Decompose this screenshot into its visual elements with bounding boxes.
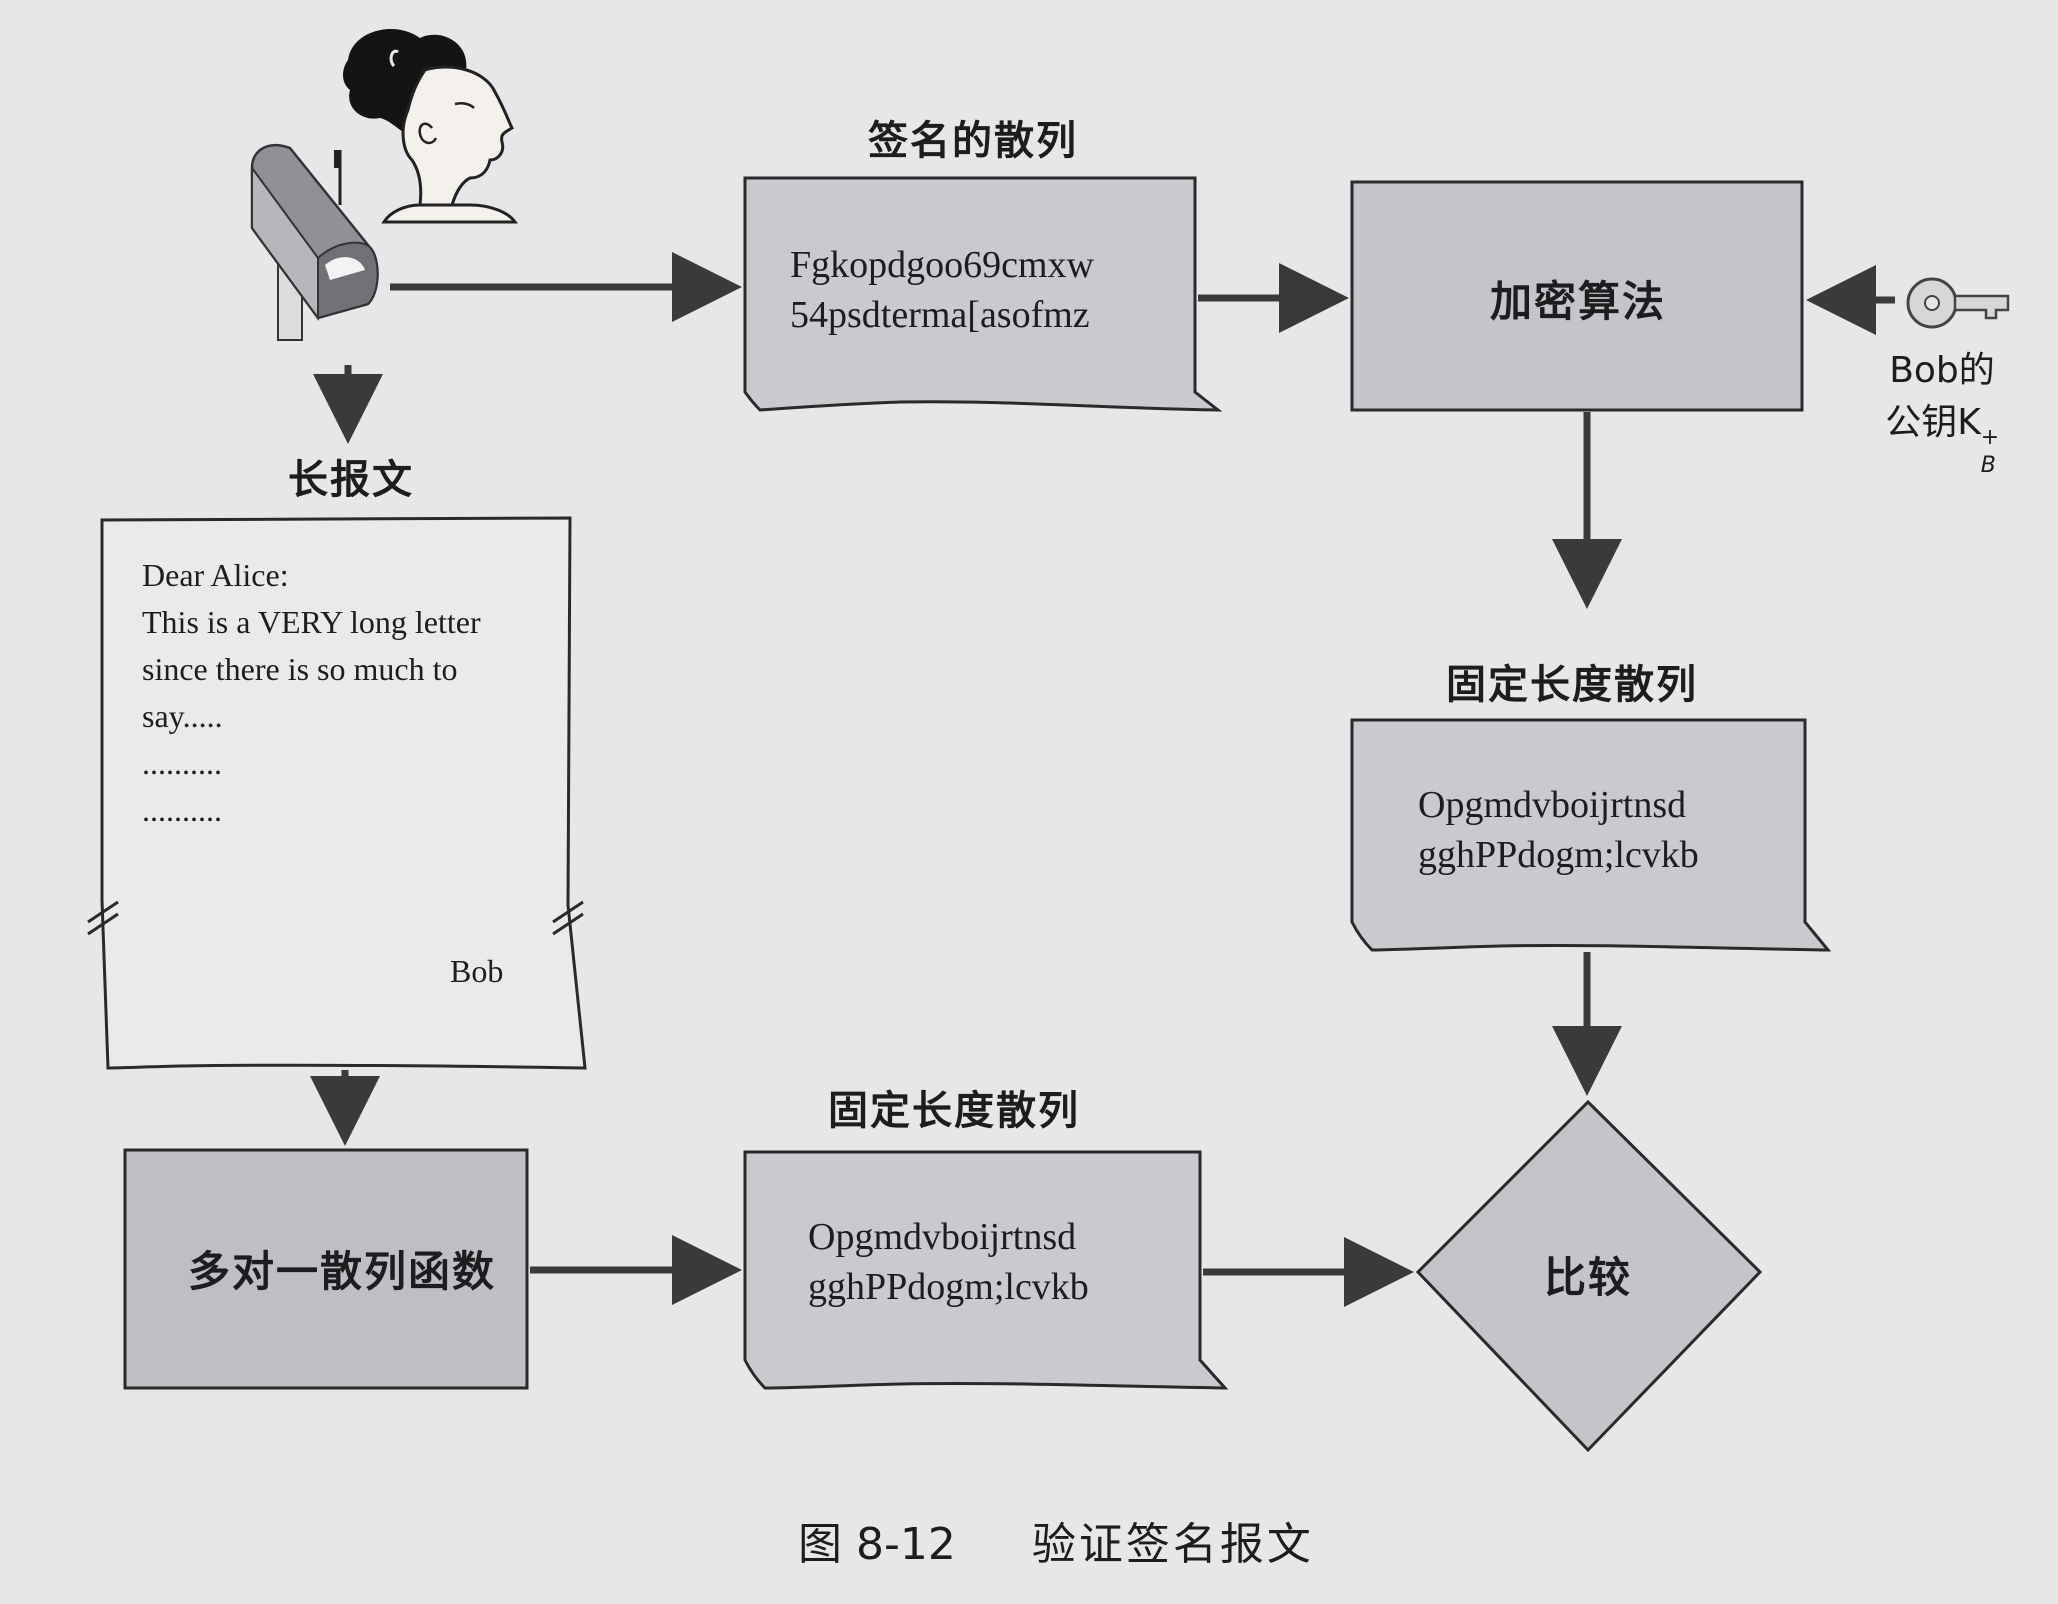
signed-hash-line1: Fgkopdgoo69cmxw: [790, 244, 1094, 286]
letter-break-marks: [87, 900, 584, 936]
fixed-hash-bottom-line2: gghPPdogm;lcvkb: [808, 1266, 1089, 1308]
compare-label: 比较: [1544, 1253, 1633, 1302]
bob-key-sup: +: [1980, 425, 2000, 450]
letter-signature: Bob: [450, 953, 504, 989]
compare-diamond: [1415, 1099, 1763, 1453]
key-icon: [1906, 277, 2010, 329]
caption-title: 验证签名报文: [1031, 1519, 1314, 1570]
mailbox-icon: [250, 143, 379, 341]
fixed-hash-title-bottom: 固定长度散列: [828, 1088, 1080, 1134]
fixed-hash-bottom-line1: Opgmdvboijrtnsd: [808, 1216, 1077, 1258]
woman-icon: [343, 29, 518, 224]
hash-function-box: [123, 1148, 529, 1390]
hash-function-label: 多对一散列函数: [188, 1247, 497, 1296]
figure-caption: 图 8-12 验证签名报文: [798, 1508, 1314, 1572]
bob-key-line2: 公钥K+ B: [1872, 397, 2012, 478]
fixed-hash-doc-right: [1350, 718, 1832, 952]
signed-hash-line2: 54psdterma[asofmz: [790, 294, 1090, 336]
bob-key-sub: B: [1980, 453, 1996, 478]
bob-key-label: Bob的 公钥K+ B: [1872, 345, 2012, 478]
bob-key-line2-text: 公钥K: [1885, 402, 1981, 443]
bob-key-line1: Bob的: [1889, 350, 1995, 391]
letter-line: say.....: [142, 698, 223, 734]
letter-body: Dear Alice: This is a VERY long letter s…: [142, 552, 481, 834]
encryption-box: [1350, 180, 1804, 412]
encryption-label: 加密算法: [1490, 277, 1667, 326]
fixed-hash-right-line1: Opgmdvboijrtnsd: [1418, 784, 1687, 826]
letter-line: Dear Alice:: [142, 557, 289, 593]
letter-line: This is a VERY long letter: [142, 604, 481, 640]
letter-line: ..........: [142, 745, 222, 781]
signed-hash-doc: [743, 176, 1223, 412]
letter-line: ..........: [142, 792, 222, 828]
fixed-hash-doc-bottom: [743, 1150, 1229, 1390]
fixed-hash-right-text: Opgmdvboijrtnsd gghPPdogm;lcvkb: [1418, 780, 1699, 880]
signed-hash-text: Fgkopdgoo69cmxw 54psdterma[asofmz: [790, 240, 1094, 340]
letter-line: since there is so much to: [142, 651, 458, 687]
fixed-hash-title-right: 固定长度散列: [1446, 662, 1698, 708]
long-message-title: 长报文: [288, 457, 414, 503]
fixed-hash-right-line2: gghPPdogm;lcvkb: [1418, 834, 1699, 876]
fixed-hash-bottom-text: Opgmdvboijrtnsd gghPPdogm;lcvkb: [808, 1212, 1089, 1312]
letter-doc: [100, 516, 587, 1070]
caption-number: 图 8-12: [798, 1519, 956, 1570]
signed-hash-title: 签名的散列: [868, 118, 1078, 164]
